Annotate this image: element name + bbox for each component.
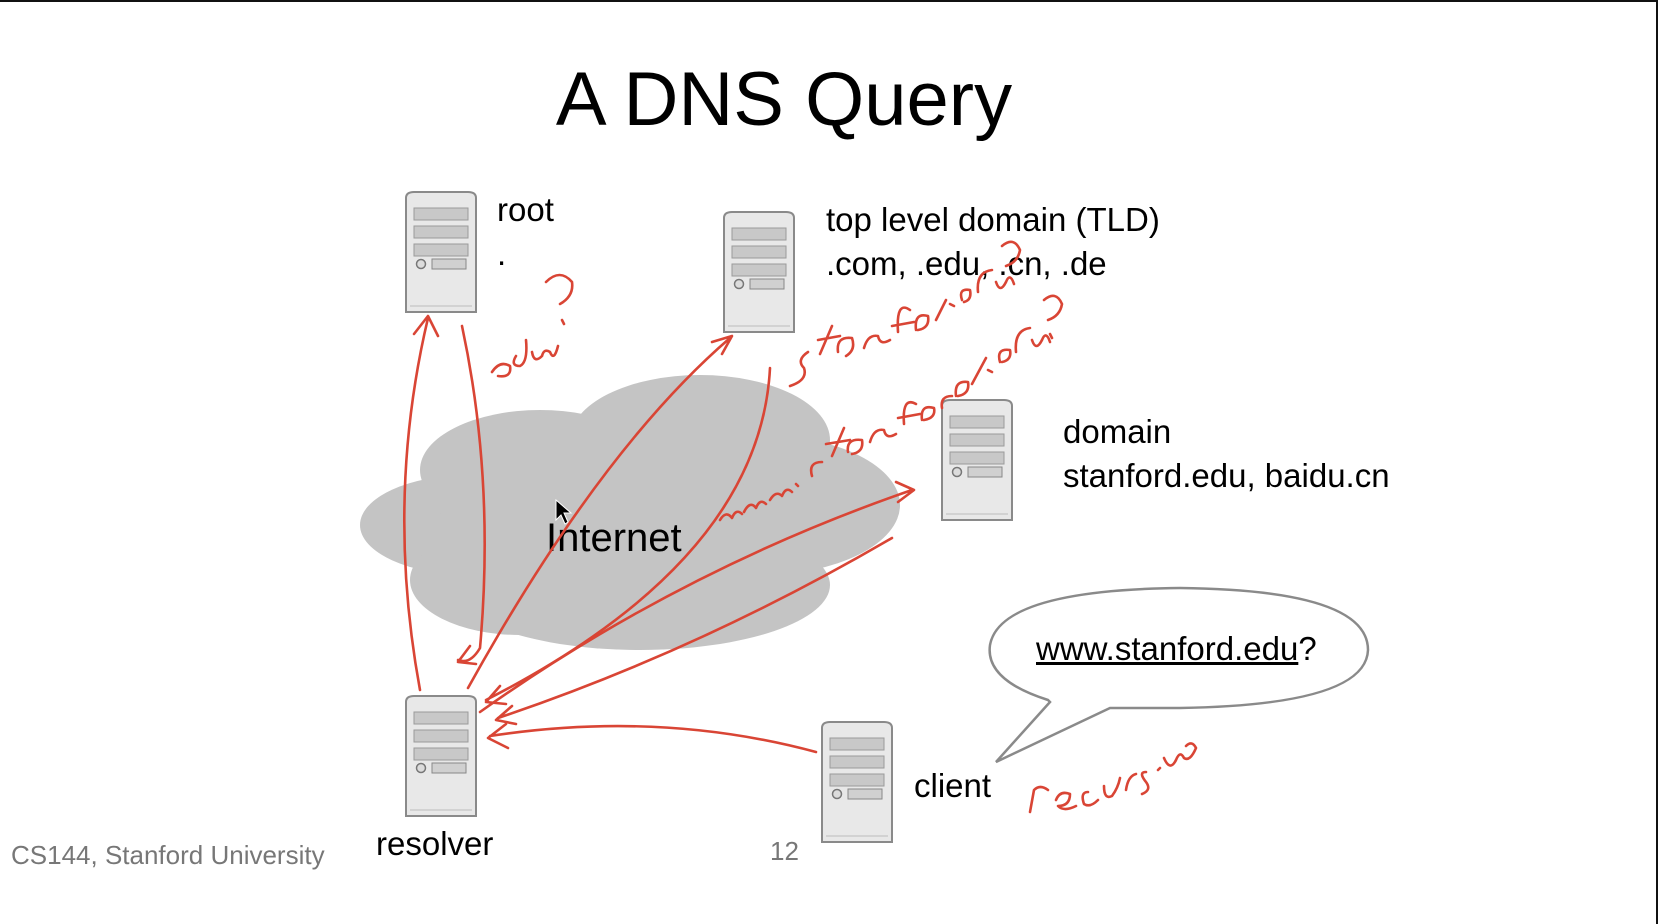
tld-name: top level domain (TLD) [826,201,1160,238]
root-name: root [497,191,554,228]
query-hostname: www.stanford.edu [1036,630,1299,667]
arrow-root-to-resolver [456,324,486,666]
arrow-resolver-to-root [402,314,440,692]
query-text: www.stanford.edu? [1036,630,1317,668]
resolver-label: resolver [376,825,494,862]
note-recursive [1028,742,1198,814]
note-edu [490,273,574,378]
domain-examples: stanford.edu, baidu.cn [1063,456,1390,494]
tld-examples: .com, .edu, .cn, .de [826,244,1107,282]
query-mark: ? [1298,630,1317,667]
speech-bubble [988,586,1370,764]
arrow-client-to-resolver [486,722,818,754]
page-number: 12 [770,836,799,866]
course-footer: CS144, Stanford University [11,840,325,870]
internet-cloud [360,375,900,650]
domain-label: domain stanford.edu, baidu.cn [1063,410,1390,497]
domain-name: domain [1063,413,1172,450]
root-sublabel: . [497,234,507,272]
arrow-domain-to-resolver [494,536,894,726]
mouse-cursor-icon [555,498,573,525]
arrow-resolver-to-tld [466,334,734,690]
note-stanford-edu [788,240,1022,388]
tld-label: top level domain (TLD) .com, .edu, .cn, … [826,198,1160,285]
arrow-resolver-to-domain [478,480,916,714]
client-label: client [914,767,992,804]
arrow-tld-to-resolver [484,366,772,706]
root-label: root . [497,188,554,275]
slide-title: A DNS Query [555,57,1013,142]
note-www-stanford-edu [718,294,1064,522]
